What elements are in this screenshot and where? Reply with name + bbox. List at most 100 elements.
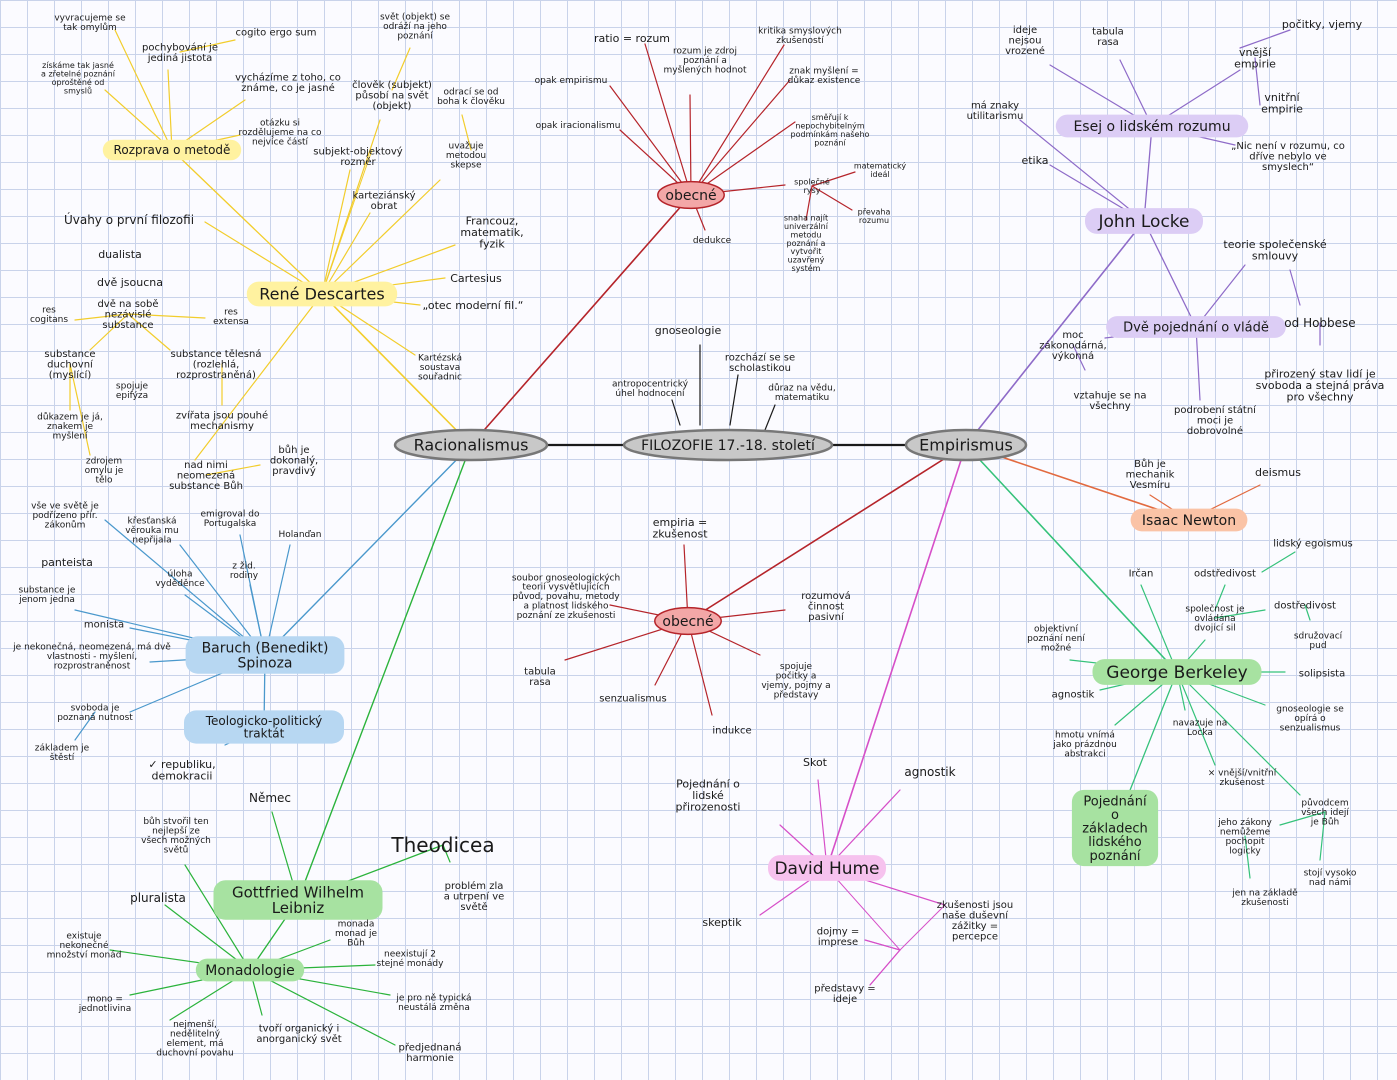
- branch-edge: [1019, 119, 1145, 222]
- branch-edge: [69, 363, 91, 456]
- branch-edge: [764, 404, 776, 431]
- branch-edge: [1140, 584, 1178, 673]
- node-nemec: Němec: [249, 791, 291, 805]
- empirism-general-node-bg: [654, 606, 722, 636]
- rozprava-o-metode-node: Rozprava o metodě: [114, 143, 231, 157]
- branch-edge: [1254, 57, 1261, 106]
- descartes-node-bg: [246, 281, 398, 307]
- node-clovek-subjekt: člověk (subjekt)působí na svět(objekt): [352, 79, 432, 112]
- node-odstredivost: odstředivost: [1194, 568, 1256, 580]
- branch-edge: [114, 29, 173, 151]
- node-deismus: deismus: [1255, 466, 1301, 479]
- node-republika-demokracie: ✓ republiku,demokracii: [148, 758, 215, 783]
- leibniz-node-bg: [213, 880, 383, 920]
- connector-edge: [470, 194, 692, 446]
- node-uvahy-o-prvni-filozofii: Úvahy o první filozofii: [64, 212, 194, 227]
- node-opak-iracionalismu: opak iracionalismu: [536, 121, 621, 131]
- branch-edge: [205, 464, 261, 476]
- branch-edge: [461, 114, 472, 151]
- node-monista: monista: [84, 620, 124, 631]
- branch-edge: [184, 864, 251, 971]
- branch-edge: [609, 85, 692, 196]
- connector-edge: [687, 444, 967, 622]
- esej-node-bg: [1055, 114, 1249, 138]
- branch-edge: [690, 79, 791, 196]
- connector-edge: [171, 149, 323, 295]
- branch-edge: [321, 119, 381, 295]
- branch-edge: [74, 313, 129, 321]
- branch-edge: [194, 293, 323, 461]
- racionalismus-node: Racionalismus: [414, 436, 529, 455]
- node-skot: Skot: [803, 756, 828, 769]
- branch-edge: [729, 374, 739, 426]
- hume-node-bg: [768, 855, 886, 881]
- branch-edge: [391, 47, 411, 91]
- branch-edge: [805, 185, 813, 221]
- node-agnostik-hume: agnostik: [904, 765, 955, 779]
- node-ratio-rozum: ratio = rozum: [594, 32, 670, 45]
- connector-edge: [1143, 220, 1197, 328]
- newton-node-bg: [1130, 508, 1248, 532]
- branch-edge: [74, 711, 96, 741]
- node-predstavy-ideje: představy =ideje: [814, 982, 875, 1005]
- node-otec-moderni-fil: „otec moderní fil.“: [423, 299, 524, 312]
- branch-edge: [1214, 584, 1226, 611]
- branch-edge: [811, 185, 853, 211]
- rozprava-o-metode-node-bg: [102, 139, 242, 161]
- connector-edge: [1143, 125, 1153, 222]
- node-mono-jednotlivina: mono =jednotlivina: [78, 994, 132, 1014]
- branch-edge: [811, 171, 856, 187]
- branch-edge: [127, 313, 206, 319]
- theodicea-node: Theodicea: [390, 833, 494, 857]
- monadologie-node: Monadologie: [205, 963, 294, 979]
- connector-edge: [965, 444, 1178, 673]
- branch-edge: [687, 620, 713, 716]
- branch-edge: [689, 94, 692, 196]
- node-panteista: panteista: [41, 556, 93, 569]
- node-dualista: dualista: [98, 248, 142, 261]
- dve-pojednani-node-bg: [1106, 316, 1286, 338]
- branch-edge: [442, 844, 451, 863]
- branch-edge: [1072, 344, 1086, 371]
- branch-edge: [1195, 326, 1201, 401]
- branch-edge: [321, 169, 351, 295]
- branch-edge: [321, 212, 371, 295]
- connector-edge: [826, 867, 901, 951]
- node-pocitky-vjemy: počitky, vjemy: [1282, 18, 1363, 31]
- branch-edge: [249, 969, 396, 1046]
